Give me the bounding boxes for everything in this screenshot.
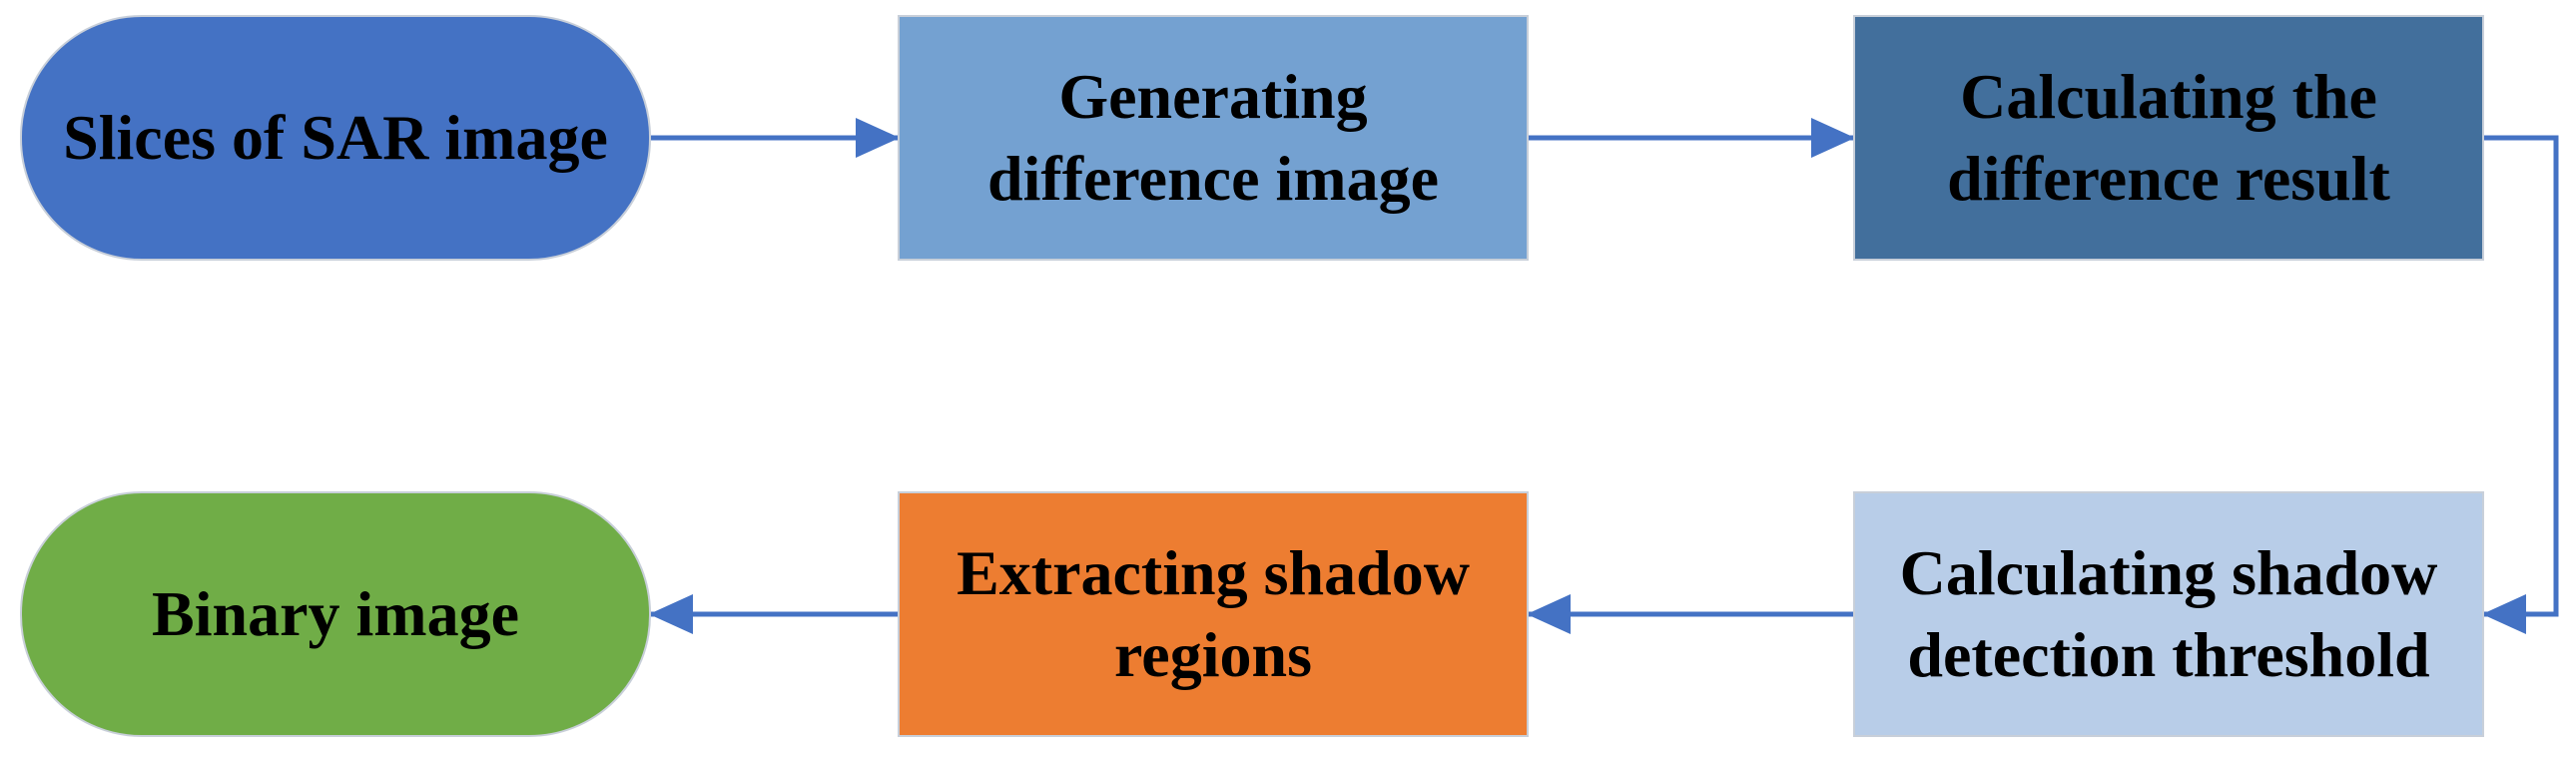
- node-calculating-shadow-detection-threshold: Calculating shadow detection threshold: [1853, 491, 2484, 737]
- node-label: Slices of SAR image: [63, 102, 608, 173]
- node-slices-of-sar-image: Slices of SAR image: [20, 15, 651, 261]
- node-label-line-1: Calculating the: [1960, 61, 2377, 132]
- node-extracting-shadow-regions: Extracting shadow regions: [898, 491, 1529, 737]
- node-binary-image: Binary image: [20, 491, 651, 737]
- node-label: Binary image: [152, 578, 519, 649]
- node-label-line-2: difference result: [1947, 143, 2390, 214]
- arrow-calculate-to-threshold: [2482, 135, 2559, 634]
- node-label-line-1: Extracting shadow: [957, 537, 1470, 608]
- node-label-line-1: Generating: [1058, 61, 1368, 132]
- node-label-line-2: difference image: [987, 143, 1439, 214]
- node-label-line-2: regions: [1114, 619, 1312, 690]
- node-label-line-1: Calculating shadow: [1899, 537, 2438, 608]
- node-label-line-2: detection threshold: [1907, 619, 2430, 690]
- node-calculating-difference-result: Calculating the difference result: [1853, 15, 2484, 261]
- node-generating-difference-image: Generating difference image: [898, 15, 1529, 261]
